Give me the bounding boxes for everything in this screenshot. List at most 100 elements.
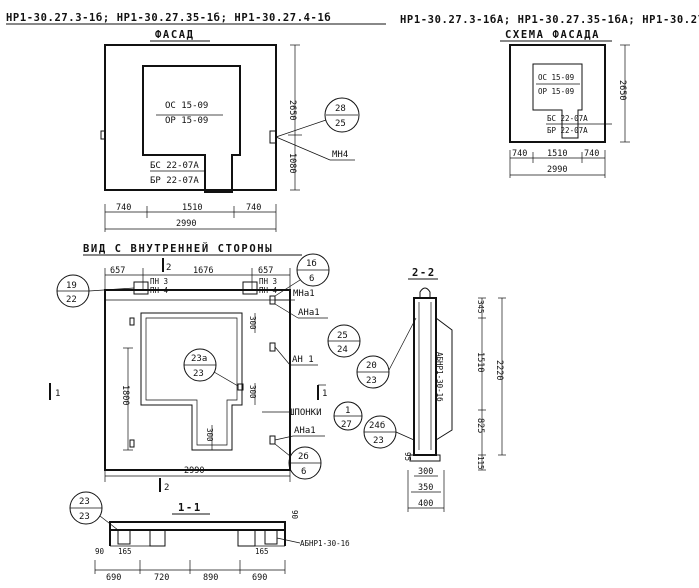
inner-tag-shponki: ШПОНКИ	[289, 408, 322, 418]
facade-title: ФАСАД	[155, 29, 195, 41]
section11-rib-left	[117, 529, 131, 545]
scheme-dim-2: 1510	[547, 149, 567, 159]
section11-dim-165-right: 165	[255, 547, 269, 556]
inner-callout-br-top: 2б	[298, 451, 309, 462]
scheme-title: СХЕМА ФАСАДА	[505, 29, 600, 41]
inner-dim-top: 300	[248, 316, 257, 330]
facade-door-bc: БС 22-07А	[150, 161, 199, 171]
section11-dim-90-right: 90	[290, 510, 299, 520]
section22-bottom-dim-1: 300	[418, 467, 433, 477]
scheme-window-oc: ОС 15-09	[538, 73, 574, 82]
scheme-total: 2990	[547, 165, 567, 175]
facade-panel	[104, 44, 277, 191]
inner-section-mark-bottom: 2	[164, 483, 169, 493]
scheme-window-op: ОР 15-09	[538, 87, 574, 96]
scheme-panel	[509, 44, 606, 143]
inner-pin-left-top: ПН 3	[150, 277, 168, 286]
inner-callout-left-top: 19	[66, 281, 77, 291]
section22-body	[413, 297, 437, 456]
section11-rib-right	[264, 529, 278, 545]
section22-vertical-label: АБНР1-30-1б	[435, 352, 444, 402]
facade-dim-1: 740	[116, 203, 131, 213]
facade-dim-3: 740	[246, 203, 261, 213]
section11-dim-165-left: 165	[118, 547, 132, 556]
section-1-1: 23 23 1-1 90 90 165 165 АБНР1-30-1б 690 …	[69, 491, 350, 583]
section11-pier-right	[237, 529, 256, 547]
section22-dim-95: 95	[403, 452, 412, 461]
section22-callout-left-top: 20	[366, 361, 377, 371]
inner-view: ВИД С ВНУТРЕННЕЙ СТОРОНЫ 657 1676 657 2 …	[49, 242, 363, 493]
section11-bottom-dim-3: 890	[203, 573, 218, 583]
section11-dim-90-left: 90	[95, 547, 105, 556]
facade-clip-left	[100, 130, 106, 140]
inner-opening-inner	[145, 317, 238, 446]
facade-lower-height: 1080	[287, 153, 297, 173]
section22-thickening	[435, 317, 453, 441]
facade-window-op: ОР 15-09	[165, 116, 208, 126]
inner-tag-ana-bottom: АНа1	[294, 426, 316, 436]
facade-total: 2990	[176, 219, 196, 229]
inner-anchor-3	[269, 342, 276, 352]
inner-callout-mid-bottom: 24	[337, 345, 348, 355]
facade-height-label: 2650	[287, 100, 297, 120]
inner-tag-an-leader	[274, 346, 291, 366]
facade-callout-bottom: 25	[335, 119, 346, 129]
facade-view: ФАСАД ОС 15-09 ОР 15-09 БС 22-07А БР 22-…	[100, 29, 360, 232]
section22-callout-left-bottom: 23	[366, 376, 377, 386]
facade-tag-leader	[275, 136, 331, 161]
right-title: НР1-30.27.3-1бА; НР1-30.27.35-1бА; НР1-3…	[400, 14, 699, 26]
section11-callout-top: 23	[79, 497, 90, 507]
section22-dim-3: 825	[475, 418, 485, 433]
inner-callout-right-leader	[274, 279, 301, 297]
scheme-height-label: 2650	[617, 80, 627, 100]
scheme-view: СХЕМА ФАСАДА ОС 15-09 ОР 15-09 БС 22-07А…	[500, 29, 630, 178]
scheme-dim-3: 740	[584, 149, 599, 159]
facade-door-bp: БР 22-07А	[150, 176, 199, 186]
inner-pin-right	[242, 281, 258, 295]
section22-bottom-dim-3: 400	[418, 499, 433, 509]
inner-callout-left-leader	[88, 287, 135, 292]
facade-opening	[142, 65, 241, 193]
section22-base	[409, 454, 441, 462]
inner-anchor-1	[129, 317, 135, 326]
scheme-dim-1: 740	[512, 149, 527, 159]
inner-callout-br-bottom: 6	[301, 467, 306, 477]
inner-callout-right-top: 1б	[306, 258, 317, 269]
inner-callout-center-leader	[213, 371, 239, 387]
inner-dim-bot: 300	[205, 428, 214, 442]
section11-pier-left	[149, 529, 166, 547]
section22-lift-hook	[419, 287, 431, 298]
inner-callout-br-leader	[274, 443, 291, 457]
inner-anchor-4	[269, 435, 276, 445]
inner-title: ВИД С ВНУТРЕННЕЙ СТОРОНЫ	[83, 242, 273, 255]
section11-label: АБНР1-30-1б	[300, 539, 350, 548]
inner-left-height: 1800	[120, 385, 130, 405]
inner-pin-right-top: ПН 3	[259, 277, 277, 286]
section22-callout-low-leader	[395, 431, 415, 441]
inner-tag-an: АН 1	[292, 355, 314, 365]
inner-callout-center-top: 23а	[191, 354, 207, 364]
facade-window-oc: ОС 15-09	[165, 101, 208, 111]
scheme-door-bp: БР 22-07А	[547, 126, 588, 135]
inner-anchor-5	[129, 439, 135, 448]
section22-bottom-dim-2: 350	[418, 483, 433, 493]
facade-callout-leader	[275, 119, 327, 138]
section22-title: 2-2	[412, 267, 436, 279]
facade-callout-top: 28	[335, 104, 346, 114]
inner-opening-outer	[140, 312, 243, 451]
inner-section-mark-left: 1	[55, 389, 60, 399]
inner-tag-ana-bottom-leader	[274, 435, 294, 441]
inner-callout-left-bottom: 22	[66, 295, 77, 305]
inner-tag-ana-top: АНа1	[298, 308, 320, 318]
left-title: НР1-30.27.3-1б; НР1-30.27.35-1б; НР1-30.…	[6, 12, 331, 24]
inner-callout-shp-top: 1	[345, 406, 350, 416]
inner-top-dim-2: 1676	[193, 266, 213, 276]
inner-panel	[104, 289, 291, 471]
section-2-2: 2-2 АБНР1-30-1б 20 23 24б 23 345 1510	[356, 267, 506, 512]
section22-dim-1: 345	[476, 300, 485, 314]
section22-callout-low-top: 24б	[369, 420, 385, 431]
section11-bottom-dim-2: 720	[154, 573, 169, 583]
section11-callout-bottom: 23	[79, 512, 90, 522]
section11-slab-top	[109, 521, 286, 531]
